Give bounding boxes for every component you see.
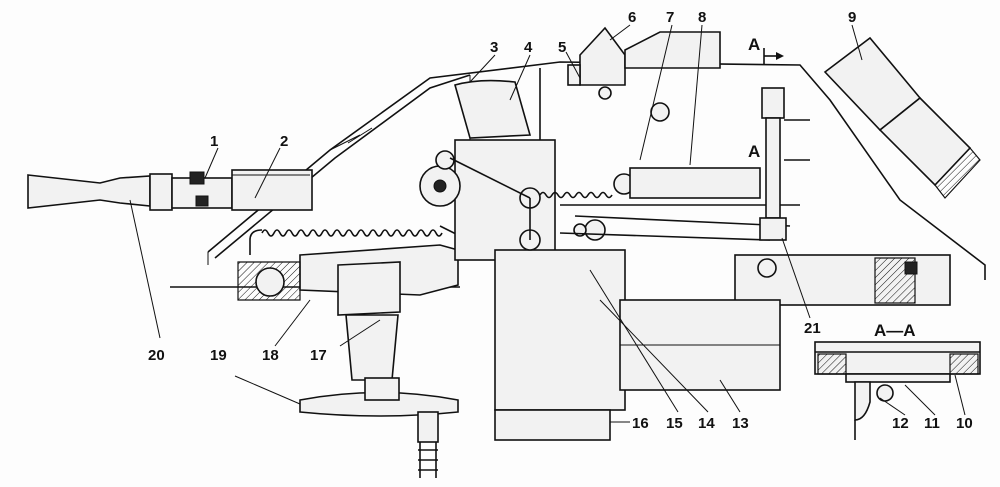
section-title: A—A bbox=[874, 321, 916, 340]
gun-mantlet bbox=[237, 244, 459, 381]
callout-4: 4 bbox=[524, 39, 533, 56]
breech-structure bbox=[419, 79, 626, 441]
callout-8: 8 bbox=[698, 9, 706, 26]
section-detail bbox=[814, 341, 981, 440]
callout-5: 5 bbox=[558, 39, 566, 56]
callout-10: 10 bbox=[956, 415, 973, 432]
section-mark-mid: A bbox=[748, 142, 760, 161]
callout-11: 11 bbox=[924, 415, 940, 432]
elevation-handwheel bbox=[299, 377, 459, 478]
lower-hull bbox=[619, 299, 781, 391]
callout-9: 9 bbox=[848, 9, 856, 26]
callout-2: 2 bbox=[280, 133, 288, 150]
callouts: 1 2 3 4 5 6 7 8 9 10 11 12 13 14 15 16 1… bbox=[148, 9, 973, 432]
elevation-linkage bbox=[539, 167, 800, 241]
sight-assembly bbox=[567, 26, 721, 122]
callout-20: 20 bbox=[148, 347, 165, 364]
callout-3: 3 bbox=[490, 39, 498, 56]
callout-13: 13 bbox=[732, 415, 749, 432]
leader-lines bbox=[129, 24, 966, 423]
callout-15: 15 bbox=[666, 415, 683, 432]
periscope bbox=[823, 36, 981, 199]
callout-21: 21 bbox=[804, 320, 821, 337]
callout-19: 19 bbox=[210, 347, 227, 364]
instrument-column bbox=[734, 87, 951, 306]
section-mark-top: A bbox=[748, 35, 760, 54]
section-arrow: A A bbox=[748, 35, 784, 161]
callout-16: 16 bbox=[632, 415, 649, 432]
callout-12: 12 bbox=[892, 415, 909, 432]
gun-barrel bbox=[27, 169, 313, 211]
callout-14: 14 bbox=[698, 415, 715, 432]
callout-6: 6 bbox=[628, 9, 636, 26]
callout-7: 7 bbox=[666, 9, 674, 26]
callout-17: 17 bbox=[310, 347, 327, 364]
callout-1: 1 bbox=[210, 133, 218, 150]
callout-18: 18 bbox=[262, 347, 279, 364]
